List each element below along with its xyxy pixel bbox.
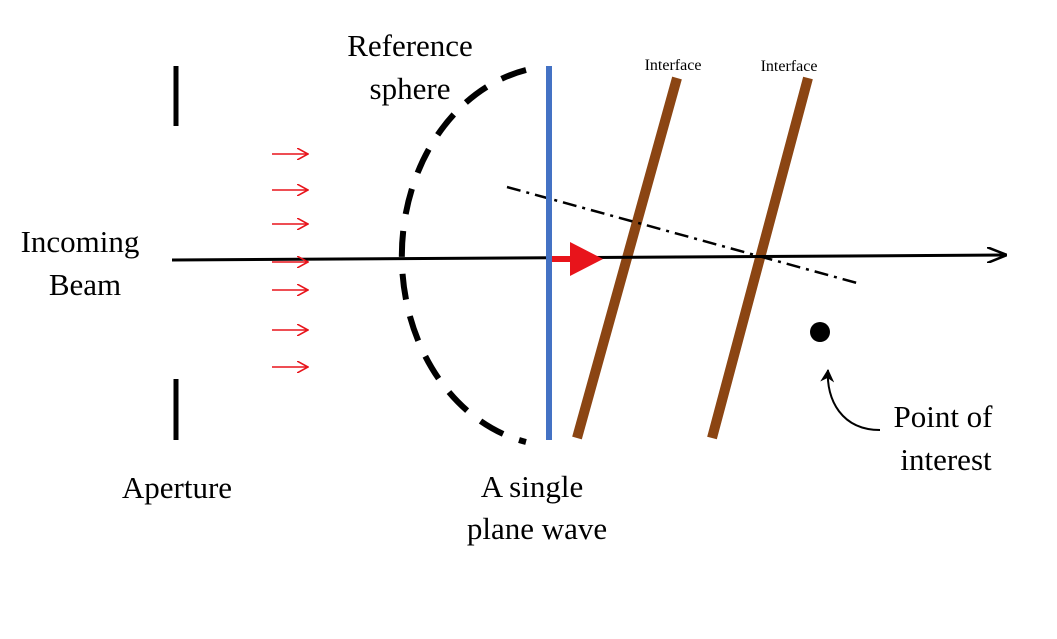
plane-wave-label-line1: A single <box>481 469 583 504</box>
incoming-beam-label-line2: Beam <box>49 267 121 302</box>
reference-sphere-label-line2: sphere <box>370 71 451 106</box>
point-of-interest-dot <box>810 322 830 342</box>
dash-dot-line <box>506 185 858 285</box>
reference-sphere-arc <box>398 67 527 445</box>
point-of-interest-label-line2: interest <box>900 442 992 477</box>
interface-1-label: Interface <box>645 57 702 74</box>
point-of-interest-pointer <box>820 369 881 431</box>
incident-wave-arrows <box>272 154 308 367</box>
reference-sphere-label-line1: Reference <box>347 28 473 63</box>
interface-2-label: Interface <box>761 58 818 75</box>
propagation-arrow <box>552 242 603 276</box>
propagation-arrow-head <box>570 242 603 276</box>
point-of-interest-label-line1: Point of <box>893 399 993 434</box>
aperture-label: Aperture <box>122 470 232 505</box>
interface-2-line <box>707 76 813 440</box>
plane-wave-label-line2: plane wave <box>467 511 607 546</box>
incoming-beam-label-line1: Incoming <box>21 224 140 259</box>
